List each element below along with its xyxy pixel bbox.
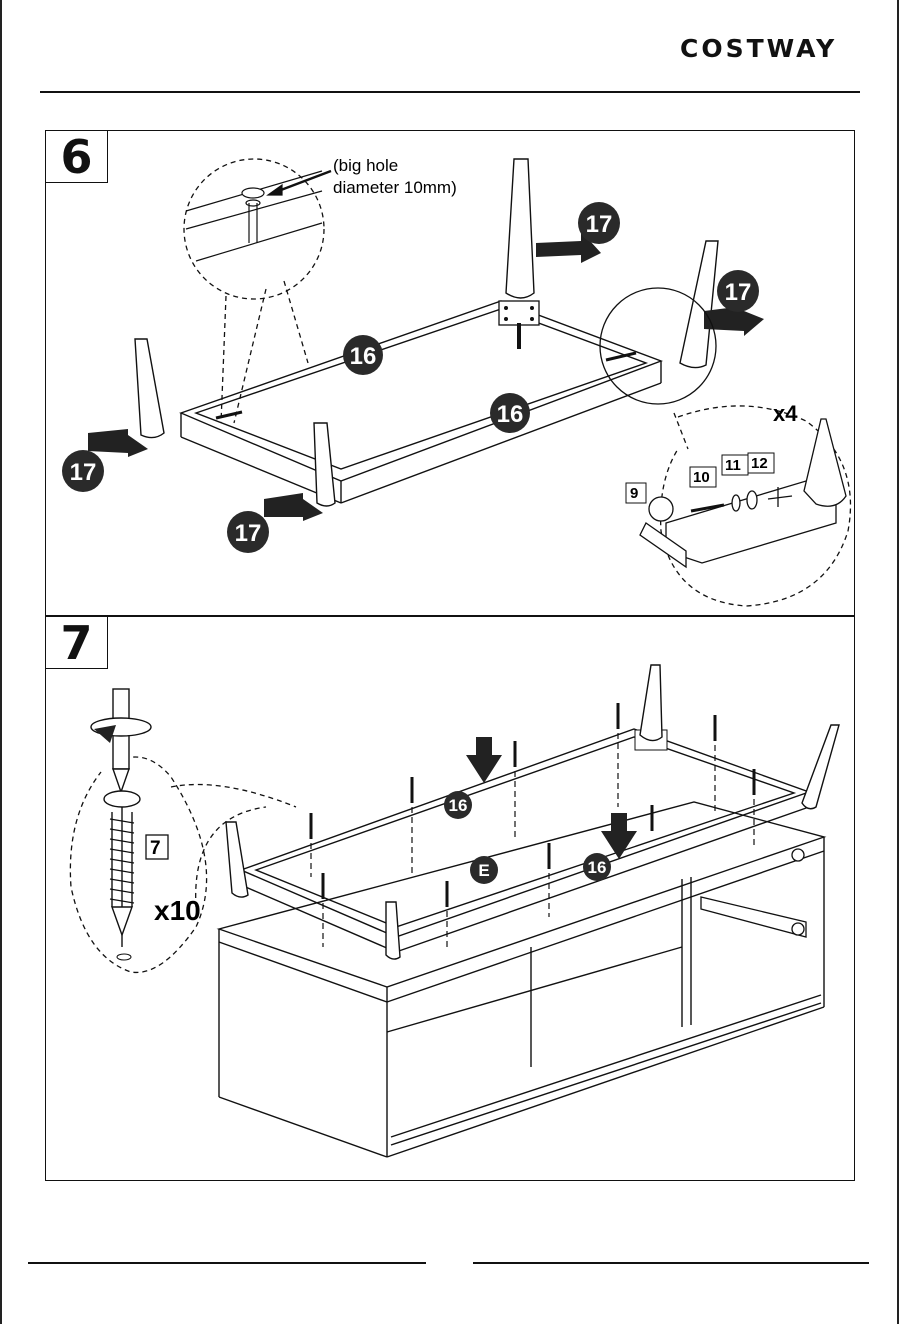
hole-note-line1: (big hole [333,156,398,175]
brand-logo: COSTWAY [680,34,860,63]
screws [311,703,754,907]
page-frame-left [0,0,2,1324]
step-6-illustration: (big hole diameter 10mm) x4 9 10 [46,131,856,617]
cabinet [219,802,824,1157]
step-7-part-discs: 16 16 E [444,791,611,884]
rail-bolts [216,353,636,418]
rail-label-b: 16 [497,401,524,428]
footer-rule-left [28,1262,426,1264]
rail-label-a: 16 [449,796,468,815]
step-6-multiplier: x4 [773,401,798,426]
leg-label-c: 17 [70,459,97,486]
bolt-detail-graphic [640,419,846,567]
hole-detail-circle [184,159,324,423]
rail-label-a: 16 [350,343,377,370]
part-label-11: 11 [725,457,741,474]
screw-detail-circle [70,757,296,972]
header-rule [40,91,860,93]
hole-note-line2: diameter 10mm) [333,178,457,197]
step-7-multiplier: x10 [154,895,201,926]
corner-bracket [499,301,539,349]
part-label-9: 9 [630,485,638,502]
leg-frame [241,729,809,952]
part-label-7: 7 [150,838,161,859]
leg-label-d: 17 [235,520,262,547]
leg-label-a: 17 [586,211,613,238]
step-7-panel: 7 [45,616,855,1181]
pilot-hole [117,954,131,960]
footer-rule-right [473,1262,869,1264]
step-7-illustration: 16 16 E [46,617,856,1182]
panel-label-e: E [478,861,489,880]
direction-arrows [88,231,764,521]
part-label-12: 12 [751,455,768,472]
leg-label-b: 17 [725,279,752,306]
screw-threads [110,819,134,903]
hole-detail-graphic [186,171,331,261]
screwdriver [91,689,151,947]
part-label-10: 10 [693,469,710,486]
step-6-panel: 6 [45,130,855,616]
rail-label-b: 16 [588,858,607,877]
